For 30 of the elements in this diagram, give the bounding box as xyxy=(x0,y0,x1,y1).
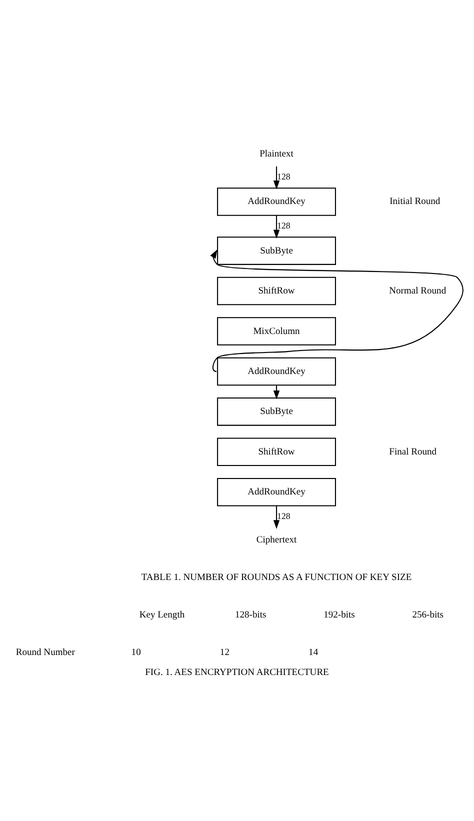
arrow xyxy=(273,166,280,189)
node-box: AddRoundKey xyxy=(217,356,336,386)
node-box: AddRoundKey xyxy=(217,187,336,216)
label: 192-bits xyxy=(324,608,355,620)
node-box: AddRoundKey xyxy=(217,477,336,506)
label: Final Round xyxy=(389,446,437,457)
label: 12 xyxy=(220,646,230,658)
node-box: ShiftRow xyxy=(217,276,336,305)
label: Initial Round xyxy=(390,196,440,207)
caption: FIG. 1. AES ENCRYPTION ARCHITECTURE xyxy=(145,666,329,678)
label: Key Length xyxy=(139,608,185,620)
node-box: ShiftRow xyxy=(217,437,336,466)
arrow xyxy=(273,505,280,528)
node-text: Plaintext xyxy=(260,148,294,160)
label: TABLE 1. NUMBER OF ROUNDS AS A FUNCTION OF KEY SIZE xyxy=(141,571,412,582)
arrow xyxy=(210,248,464,372)
label: 14 xyxy=(308,646,318,658)
label: Round Number xyxy=(16,646,75,658)
node-box: SubByte xyxy=(217,397,336,426)
node-box: SubByte xyxy=(217,236,336,264)
label: 256-bits xyxy=(412,608,444,620)
edge-label: 128 xyxy=(277,220,290,230)
label: 10 xyxy=(131,646,141,658)
node-text: Ciphertext xyxy=(256,534,297,545)
edge-label: 128 xyxy=(277,170,290,181)
label: 128-bits xyxy=(234,608,266,620)
arrow xyxy=(273,214,280,238)
edge-label: 128 xyxy=(277,510,290,520)
label: Normal Round xyxy=(389,285,446,296)
node-box: MixColumn xyxy=(217,316,336,345)
